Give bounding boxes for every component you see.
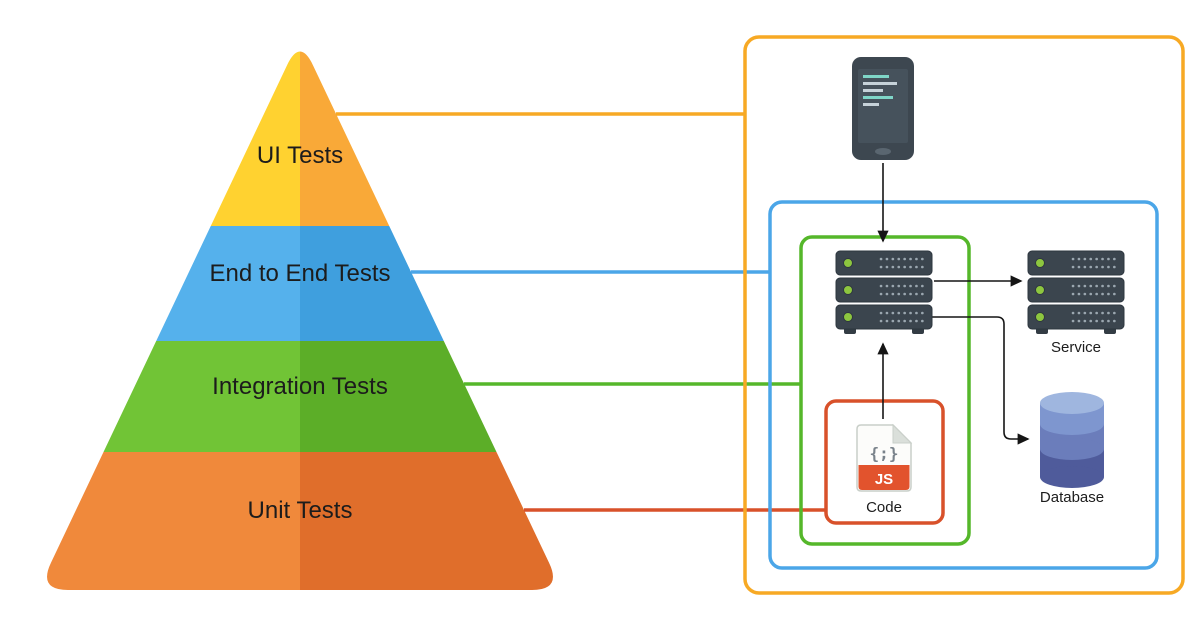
server-stack-icon xyxy=(836,251,932,334)
pyramid-label-unit-tests: Unit Tests xyxy=(248,497,353,524)
pyramid-label-ui-tests: UI Tests xyxy=(257,142,343,169)
js-badge: JS xyxy=(875,471,893,488)
code-label: Code xyxy=(866,499,902,516)
pyramid-label-integration-tests: Integration Tests xyxy=(212,373,388,400)
unit-tests-scope-box xyxy=(824,399,945,525)
js-code-file-icon: {;} JS xyxy=(856,423,913,492)
service-label: Service xyxy=(1051,339,1101,356)
ui-tests-band-left xyxy=(47,51,300,226)
code-braces-glyph: {;} xyxy=(870,444,899,463)
database-label: Database xyxy=(1040,489,1104,506)
arrow-server-to-database xyxy=(932,316,1030,445)
pyramid-label-end-to-end-tests: End to End Tests xyxy=(209,260,390,287)
ui-tests-scope-box xyxy=(743,35,1185,595)
end-to-end-scope-box xyxy=(768,200,1159,570)
service-server-stack-icon xyxy=(1028,251,1124,334)
database-cylinder-icon xyxy=(1040,392,1104,488)
smartphone-icon xyxy=(852,57,914,160)
ui-tests-band-right xyxy=(300,51,553,226)
